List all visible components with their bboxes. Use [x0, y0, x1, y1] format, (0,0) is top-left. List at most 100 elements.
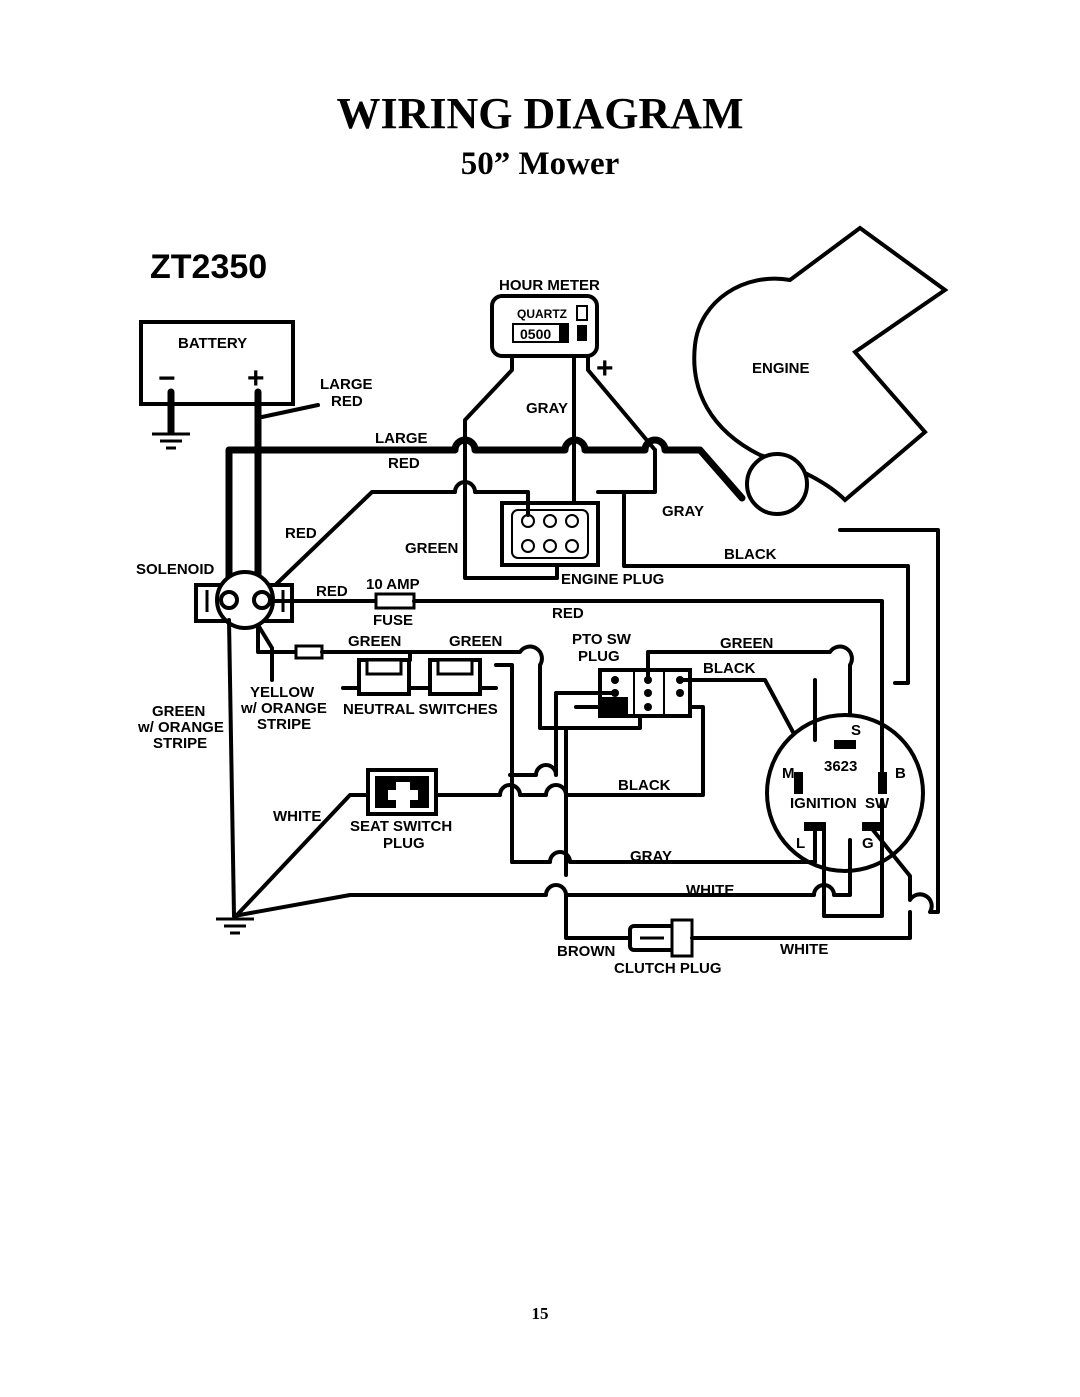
wire-label-red-solenoid: RED [285, 525, 317, 542]
hour-meter-label: HOUR METER [499, 277, 600, 294]
engine-plug-label: ENGINE PLUG [561, 571, 664, 588]
wire-label-black-engine: BLACK [724, 546, 777, 563]
ignition-l-label: L [796, 835, 805, 852]
ignition-g-label: G [862, 835, 874, 852]
battery-label: BATTERY [178, 335, 247, 352]
yellow-orange-stripe-wire [256, 623, 274, 682]
wire-label-red-fuse: RED [316, 583, 348, 600]
wire-label-large-red-1a: LARGE [320, 376, 373, 393]
engine-plug-pins [521, 514, 579, 553]
ignition-switch-label: IGNITION SW [790, 795, 890, 812]
solenoid-terminal-left [219, 590, 239, 610]
pto-ground-wire [508, 691, 617, 777]
solenoid-terminal-right [252, 590, 272, 610]
wire-label-yellow-1: YELLOW [250, 684, 315, 701]
ignition-g-wire [838, 528, 940, 914]
pto-switch-plug-label-1: PTO SW [572, 631, 632, 648]
wire-label-large-red-2a: LARGE [375, 430, 428, 447]
fuse-label: FUSE [373, 612, 413, 629]
white-clutch-wire [690, 910, 912, 940]
brown-wire [564, 726, 632, 940]
ignition-s-label: S [851, 722, 861, 739]
hour-meter-plus: + [596, 352, 614, 385]
green-orange-stripe-wire [227, 618, 236, 918]
wire-label-green-engine-plug: GREEN [405, 540, 458, 557]
wire-label-green-orange-1: GREEN [152, 703, 205, 720]
neutral-switch-2-top [436, 658, 474, 676]
wire-label-white-bottom: WHITE [686, 882, 734, 899]
wire-label-yellow-3: STRIPE [257, 716, 311, 733]
wire-label-yellow-2: w/ ORANGE [240, 700, 327, 717]
seat-loop-wire [494, 663, 514, 864]
pto-switch-plug-block [602, 697, 628, 716]
ignition-number-label: 3623 [824, 758, 857, 775]
ignition-gray-wire [510, 828, 817, 864]
hour-meter-quartz: QUARTZ [517, 307, 567, 321]
hour-meter-digit-1 [559, 325, 567, 341]
chassis-ground-icon [216, 917, 254, 935]
black-engine-wire [596, 490, 910, 685]
pto-switch-plug-label-2: PLUG [578, 648, 620, 665]
wire-label-large-red-2b: RED [388, 455, 420, 472]
engine-label: ENGINE [752, 360, 810, 377]
wire-label-gray-meter: GRAY [526, 400, 568, 417]
seat-switch-plug-label-1: SEAT SWITCH [350, 818, 452, 835]
wire-label-green-orange-2: w/ ORANGE [137, 719, 224, 736]
seat-switch-plug-key [388, 782, 418, 808]
fuse [374, 592, 416, 610]
white-bottom-wire [232, 838, 852, 918]
ignition-terminal-m [794, 772, 803, 794]
wire-label-white-seat: WHITE [273, 808, 321, 825]
hour-meter-quartz-mark [576, 305, 588, 321]
green-neutral-wire [256, 625, 298, 654]
hour-meter-reading: 0500 [520, 326, 551, 342]
ignition-terminal-s [834, 740, 856, 749]
ignition-terminal-g [862, 822, 884, 831]
red-solenoid-wire [265, 480, 530, 595]
engine-outline [692, 225, 949, 503]
clutch-plug-cap [670, 918, 694, 958]
ignition-switch-body [765, 713, 925, 873]
hour-meter-digit-2 [577, 325, 587, 341]
wire-label-gray-engine: GRAY [662, 503, 704, 520]
seat-switch-white-wire [234, 793, 370, 918]
wire-label-green-orange-3: STRIPE [153, 735, 207, 752]
seat-switch-plug-label-2: PLUG [383, 835, 425, 852]
ignition-terminal-b [878, 772, 887, 794]
clutch-plug-label: CLUTCH PLUG [614, 960, 722, 977]
battery-negative-symbol: − [158, 362, 176, 395]
neutral-switch-1-top [365, 658, 403, 676]
wire-label-green-1: GREEN [348, 633, 401, 650]
hour-meter-display [512, 323, 569, 343]
large-red-cable [225, 436, 746, 604]
page-title: WIRING DIAGRAM [336, 89, 744, 138]
battery-box [139, 320, 295, 406]
wire-label-white-clutch: WHITE [780, 941, 828, 958]
ignition-white-wire [822, 798, 884, 918]
wire-label-gray-bottom: GRAY [630, 848, 672, 865]
hour-meter-positive-wire [586, 354, 657, 452]
green-pto-wire [646, 644, 854, 742]
solenoid-label: SOLENOID [136, 561, 215, 578]
ignition-b-label: B [895, 765, 906, 782]
wire-label-black-pto: BLACK [703, 660, 756, 677]
gray-engine-wire [622, 448, 657, 494]
neutral-switches-label: NEUTRAL SWITCHES [343, 701, 498, 718]
green-neutral-wire-3 [408, 644, 642, 730]
ignition-terminal-l [804, 822, 826, 831]
ignition-m-label: M [782, 765, 795, 782]
model-label: ZT2350 [150, 248, 267, 286]
battery-ground-icon [152, 432, 190, 450]
page-subtitle: 50” Mower [460, 146, 620, 182]
wire-label-black-seat: BLACK [618, 777, 671, 794]
battery-positive-symbol: + [247, 362, 265, 395]
wire-label-green-pto: GREEN [720, 635, 773, 652]
wire-label-large-red-1b: RED [331, 393, 363, 410]
fuse-rating-label: 10 AMP [366, 576, 420, 593]
page-number: 15 [531, 1304, 549, 1323]
wire-label-green-2: GREEN [449, 633, 502, 650]
wire-label-red-fuse-out: RED [552, 605, 584, 622]
large-red-cable-pointer [260, 403, 320, 419]
green-wire-connector [294, 644, 324, 660]
